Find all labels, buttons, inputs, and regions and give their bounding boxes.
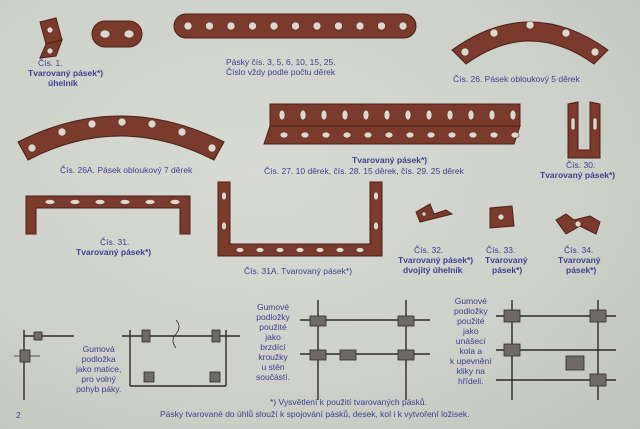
- part-31a-shaped-strip-image: [217, 181, 383, 257]
- hole: [335, 247, 345, 253]
- diagram-crank: [496, 300, 616, 400]
- part-32-name1: Tvarovaný pásek*): [398, 255, 474, 265]
- hole: [509, 109, 517, 121]
- part-34-number: Čís. 34.: [564, 245, 594, 255]
- part-30-name: Tvarovaný pásek*): [540, 170, 616, 180]
- hole: [377, 21, 386, 31]
- part-26a-label: Čís. 26A. Pásek obloukový 7 děrek: [60, 165, 193, 175]
- hole: [321, 131, 331, 139]
- hole: [488, 109, 496, 121]
- hole: [44, 199, 56, 205]
- part-34-name1: Tvarovaný: [558, 255, 601, 265]
- hole: [299, 109, 307, 121]
- part-33-name1: Tvarovaný: [485, 255, 528, 265]
- part-32-name2: dvojitý úhelník: [403, 265, 463, 275]
- hole: [467, 109, 475, 121]
- hole: [169, 199, 181, 205]
- part-26-label: Čís. 26. Pásek obloukový 5 děrek: [453, 74, 580, 84]
- part-33-bracket-image: [489, 205, 515, 229]
- hole: [398, 21, 408, 31]
- hole: [205, 21, 214, 31]
- hole: [119, 199, 131, 205]
- part-1-name-line1: Tvarovaný pásek*): [28, 68, 104, 78]
- hole: [312, 21, 322, 31]
- part-27-29-girder-image: [263, 103, 521, 145]
- hole: [489, 131, 499, 139]
- hole: [69, 199, 81, 205]
- hole: [275, 247, 285, 253]
- oval-strip-image: [91, 20, 143, 48]
- part-31a-label: Čís. 31A. Tvarovaný pásek*): [244, 266, 353, 276]
- hole: [384, 131, 394, 139]
- part-32-double-angle-image: [415, 203, 454, 223]
- part-1-number: Čís. 1.: [38, 58, 63, 68]
- footnote: *) Vysvětlení k použití tvarovaných pásk…: [270, 397, 428, 407]
- hole: [320, 109, 328, 121]
- hole: [404, 109, 412, 121]
- hole: [269, 21, 279, 31]
- hole: [291, 21, 300, 31]
- part-1-angle-bracket-image: [39, 17, 63, 59]
- hole: [334, 21, 343, 31]
- hole: [235, 247, 245, 253]
- hole: [221, 221, 227, 231]
- hole: [226, 21, 236, 31]
- hole: [425, 109, 433, 121]
- hole: [341, 109, 349, 121]
- hole: [373, 221, 379, 231]
- part-33-name2: pásek*): [492, 265, 523, 275]
- part-31-number: Čís. 31.: [100, 237, 130, 247]
- hole: [426, 131, 436, 139]
- part-34-bracket-image: [555, 213, 601, 235]
- diagram-brake-rings: [122, 319, 240, 387]
- hole: [183, 21, 193, 31]
- hole: [383, 109, 391, 121]
- hole: [373, 191, 379, 201]
- hole: [447, 131, 457, 139]
- strips-line1: Pásky čís. 3, 5, 6, 10, 15, 25.: [226, 57, 336, 67]
- hole: [278, 109, 286, 121]
- hole: [355, 21, 365, 31]
- hole: [255, 247, 265, 253]
- hole: [510, 131, 520, 139]
- strips-line2: Číslo vždy podle počtu děrek: [226, 67, 336, 77]
- hole: [295, 247, 305, 253]
- hole: [221, 191, 227, 201]
- part-1-name-line2: úhelník: [48, 78, 78, 88]
- part-30-bracket-image: [567, 101, 601, 159]
- diagram-frame-center: [300, 300, 430, 400]
- part-30-number: Čís. 30.: [566, 160, 596, 170]
- part-26-arc-image: [451, 20, 609, 65]
- part-26a-arc-image: [17, 115, 225, 161]
- hole: [300, 131, 310, 139]
- hole: [279, 131, 289, 139]
- hole: [342, 131, 352, 139]
- hole: [405, 131, 415, 139]
- hole: [94, 199, 106, 205]
- hole: [355, 247, 365, 253]
- part-32-number: Čís. 32.: [414, 245, 444, 255]
- part-31-shaped-strip-image: [25, 195, 191, 235]
- hole: [363, 131, 373, 139]
- part-34-name2: pásek*): [566, 265, 597, 275]
- hole: [315, 247, 325, 253]
- hole: [446, 109, 454, 121]
- hole: [468, 131, 478, 139]
- bottom-note: Pásky tvarované do úhlů slouží k spojová…: [160, 409, 470, 419]
- page-number: 2: [16, 410, 21, 420]
- hole: [248, 21, 257, 31]
- part-31-name: Tvarovaný pásek*): [76, 247, 152, 257]
- hole: [144, 199, 156, 205]
- part-27-29-label: Čís. 27. 10 děrek, čís. 28. 15 děrek, čí…: [264, 166, 464, 176]
- hole: [362, 109, 370, 121]
- long-strip-image: [173, 13, 417, 39]
- part-33-number: Čís. 33.: [486, 245, 516, 255]
- part-27-29-name: Tvarovaný pásek*): [352, 155, 428, 165]
- diagram-lever: [14, 330, 74, 400]
